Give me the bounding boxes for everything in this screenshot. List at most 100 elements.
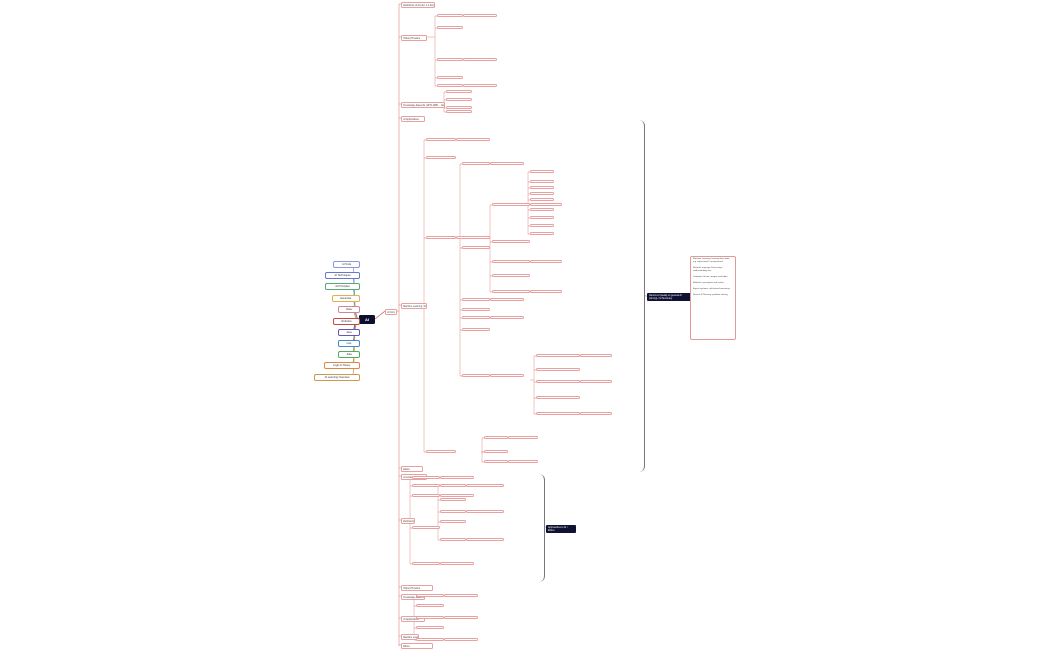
left-branch-node[interactable]: AI Principles [325,283,360,290]
child-node[interactable] [492,240,531,244]
child-node[interactable] [412,494,441,498]
left-branch-node[interactable]: Expertise [331,295,360,302]
grandchild-node[interactable] [530,290,563,294]
left-branch-node[interactable]: Robotics [333,318,360,325]
grandchild-node[interactable] [490,298,525,302]
child-node[interactable] [484,460,509,464]
section-node[interactable]: Ethics [401,643,434,650]
grandchild-node[interactable] [580,412,613,416]
grandchild-node[interactable] [508,460,539,464]
child-node[interactable] [412,562,441,566]
grandchild-node[interactable] [463,14,498,18]
left-branch-node[interactable]: Data [338,306,360,313]
left-branch-node[interactable]: Logic & Theory [323,362,360,369]
child-node[interactable] [440,498,467,502]
child-node[interactable] [536,380,581,384]
child-node[interactable] [462,308,491,312]
child-node[interactable] [530,180,555,184]
section-node[interactable]: AI Applications [401,116,426,123]
grandchild-node[interactable] [440,476,475,480]
child-node[interactable] [440,520,467,524]
left-branch-node[interactable]: Java [338,329,360,336]
left-branch-node[interactable]: AI Tools [333,261,360,268]
child-node[interactable] [530,216,555,220]
child-node[interactable] [530,192,555,196]
left-branch-node[interactable]: AI Learning Overview [314,374,360,381]
left-branch-node[interactable]: AI Techniques [325,272,360,279]
section-node[interactable]: History/Timeline [401,35,428,42]
child-node[interactable] [484,436,509,440]
child-node[interactable] [536,354,581,358]
child-node[interactable] [446,106,473,110]
grandchild-node[interactable] [490,374,525,378]
left-branch-node[interactable]: Lisp [338,340,360,347]
section-node[interactable]: Knowledge-based AI (1970-1980 ... Expert… [401,102,446,109]
child-node[interactable] [416,594,445,598]
child-node[interactable] [446,90,473,94]
child-node[interactable] [446,110,473,114]
grandchild-node[interactable] [466,510,505,514]
grandchild-node[interactable] [466,538,505,542]
child-node[interactable] [492,260,531,264]
grandchild-node[interactable] [508,436,539,440]
child-node[interactable] [412,526,441,530]
section-node[interactable]: Ethics [401,466,424,473]
child-node[interactable] [416,604,445,608]
child-node[interactable] [437,58,464,62]
section-node[interactable]: Machine Learning / Deep Learning [401,303,428,310]
child-node[interactable] [462,246,491,250]
child-node[interactable] [426,156,457,160]
child-node[interactable] [536,368,581,372]
grandchild-node[interactable] [456,138,491,142]
section-node[interactable]: History/Timeline [401,585,434,592]
grandchild-node[interactable] [530,260,563,264]
lower-summary-label[interactable]: Approaches to AI / Ethics [546,525,576,533]
grandchild-node[interactable] [444,638,479,642]
child-node[interactable] [440,538,467,542]
grandchild-node[interactable] [466,484,505,488]
child-node[interactable] [492,203,531,207]
grandchild-node[interactable] [463,84,498,88]
child-node[interactable] [440,510,467,514]
child-node[interactable] [462,162,491,166]
child-node[interactable] [412,484,441,488]
root-node[interactable]: AI [359,315,375,324]
child-node[interactable] [492,290,531,294]
summary-note[interactable]: Machine Learning: learning from data, e.… [690,256,736,340]
grandchild-node[interactable] [456,236,491,240]
child-node[interactable] [416,638,445,642]
grandchild-node[interactable] [490,162,525,166]
child-node[interactable] [492,274,531,278]
child-node[interactable] [484,450,509,454]
grandchild-node[interactable] [440,494,475,498]
child-node[interactable] [437,26,464,30]
grandchild-node[interactable] [490,316,525,320]
child-node[interactable] [530,186,555,190]
child-node[interactable] [530,208,555,212]
child-node[interactable] [416,626,445,630]
section-node[interactable]: Definitions of AI (def. 1-4 list) [401,2,436,9]
child-node[interactable] [437,84,464,88]
child-node[interactable] [530,224,555,228]
child-node[interactable] [530,198,555,202]
child-node[interactable] [536,412,581,416]
child-node[interactable] [412,476,441,480]
grandchild-node[interactable] [440,562,475,566]
child-node[interactable] [446,98,473,102]
grandchild-node[interactable] [444,616,479,620]
child-node[interactable] [437,76,464,80]
child-node[interactable] [426,450,457,454]
child-node[interactable] [462,298,491,302]
child-node[interactable] [440,484,467,488]
child-node[interactable] [426,138,457,142]
child-node[interactable] [536,396,581,400]
grandchild-node[interactable] [530,203,563,207]
child-node[interactable] [462,316,491,320]
left-branch-node[interactable]: Julia [338,351,360,358]
section-node[interactable]: Machine Learning / Deep Learning [401,634,420,641]
child-node[interactable] [530,170,555,174]
section-node[interactable]: Definitions of AI (def. 1-4 list) [401,518,416,525]
child-node[interactable] [530,232,555,236]
child-node[interactable] [462,328,491,332]
